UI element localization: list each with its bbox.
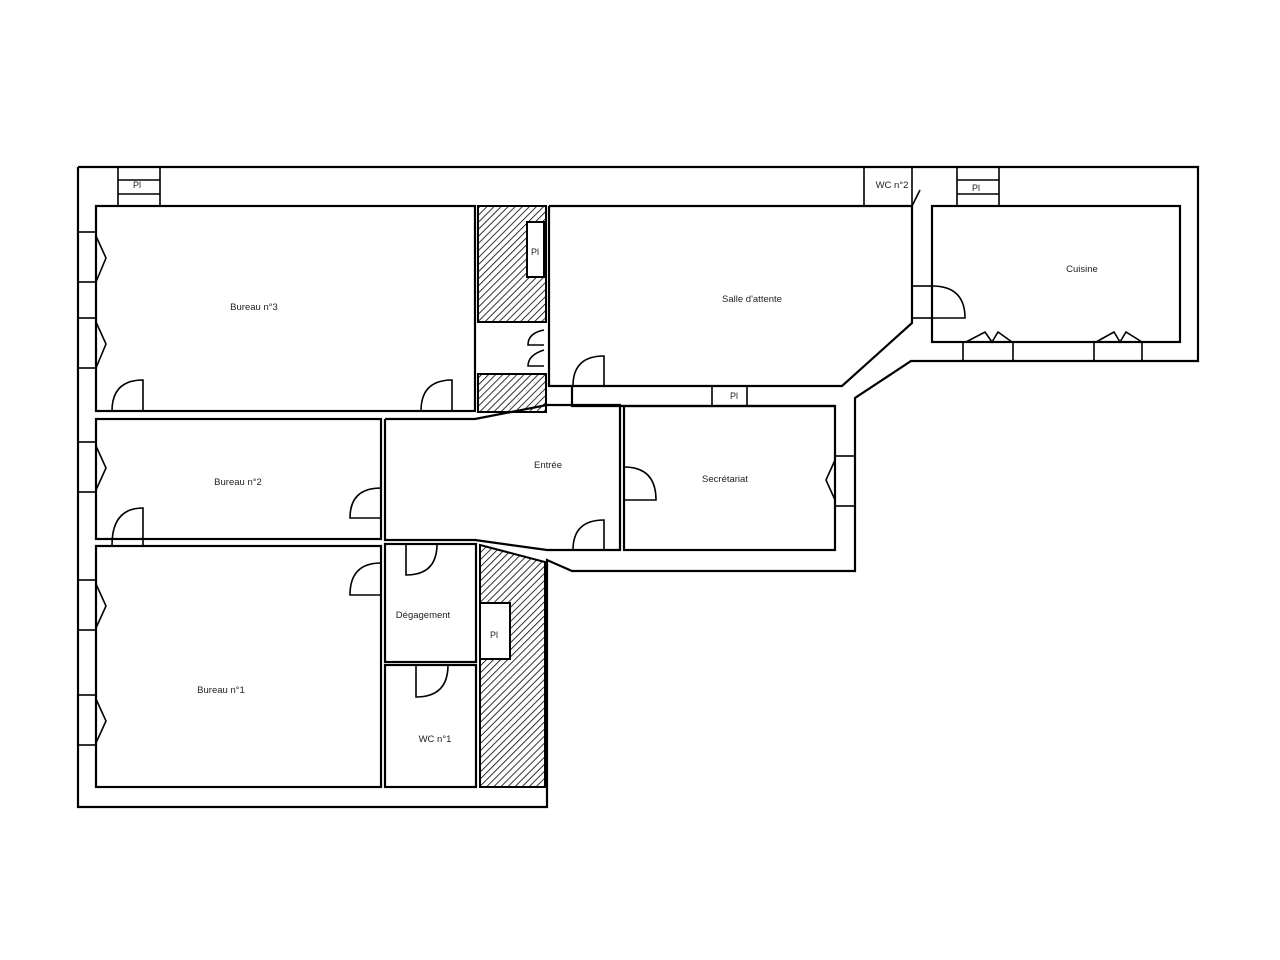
label-entree: Entrée — [534, 460, 562, 471]
room-cuisine — [911, 166, 1182, 362]
exterior-walls — [76, 165, 1200, 809]
room-bureau-3 — [77, 166, 477, 413]
label-placard-top-right: Pl — [972, 183, 980, 193]
label-secretariat: Secrétariat — [702, 474, 748, 485]
duct-lower — [479, 543, 546, 788]
room-salle-attente — [547, 166, 921, 388]
room-wc-1 — [383, 663, 478, 789]
room-bureau-2 — [77, 417, 383, 546]
label-cuisine: Cuisine — [1066, 264, 1098, 275]
label-bureau-1: Bureau n°1 — [197, 685, 245, 696]
room-degagement — [383, 542, 478, 664]
label-salle-attente: Salle d'attente — [722, 294, 782, 305]
label-placard-duct-lower: Pl — [490, 630, 498, 640]
room-entree — [383, 403, 622, 552]
label-degagement: Dégagement — [396, 610, 451, 621]
room-bureau-1 — [77, 544, 383, 789]
label-bureau-2: Bureau n°2 — [214, 477, 262, 488]
label-placard-top-left: Pl — [133, 180, 141, 190]
label-bureau-3: Bureau n°3 — [230, 302, 278, 313]
label-wc-2: WC n°2 — [876, 180, 909, 191]
label-wc-1: WC n°1 — [419, 734, 452, 745]
duct-upper — [477, 205, 547, 413]
corridor-upper — [570, 385, 835, 408]
label-placard-duct-upper: Pl — [531, 247, 539, 257]
room-secretariat — [622, 404, 856, 552]
label-placard-corridor: Pl — [730, 391, 738, 401]
